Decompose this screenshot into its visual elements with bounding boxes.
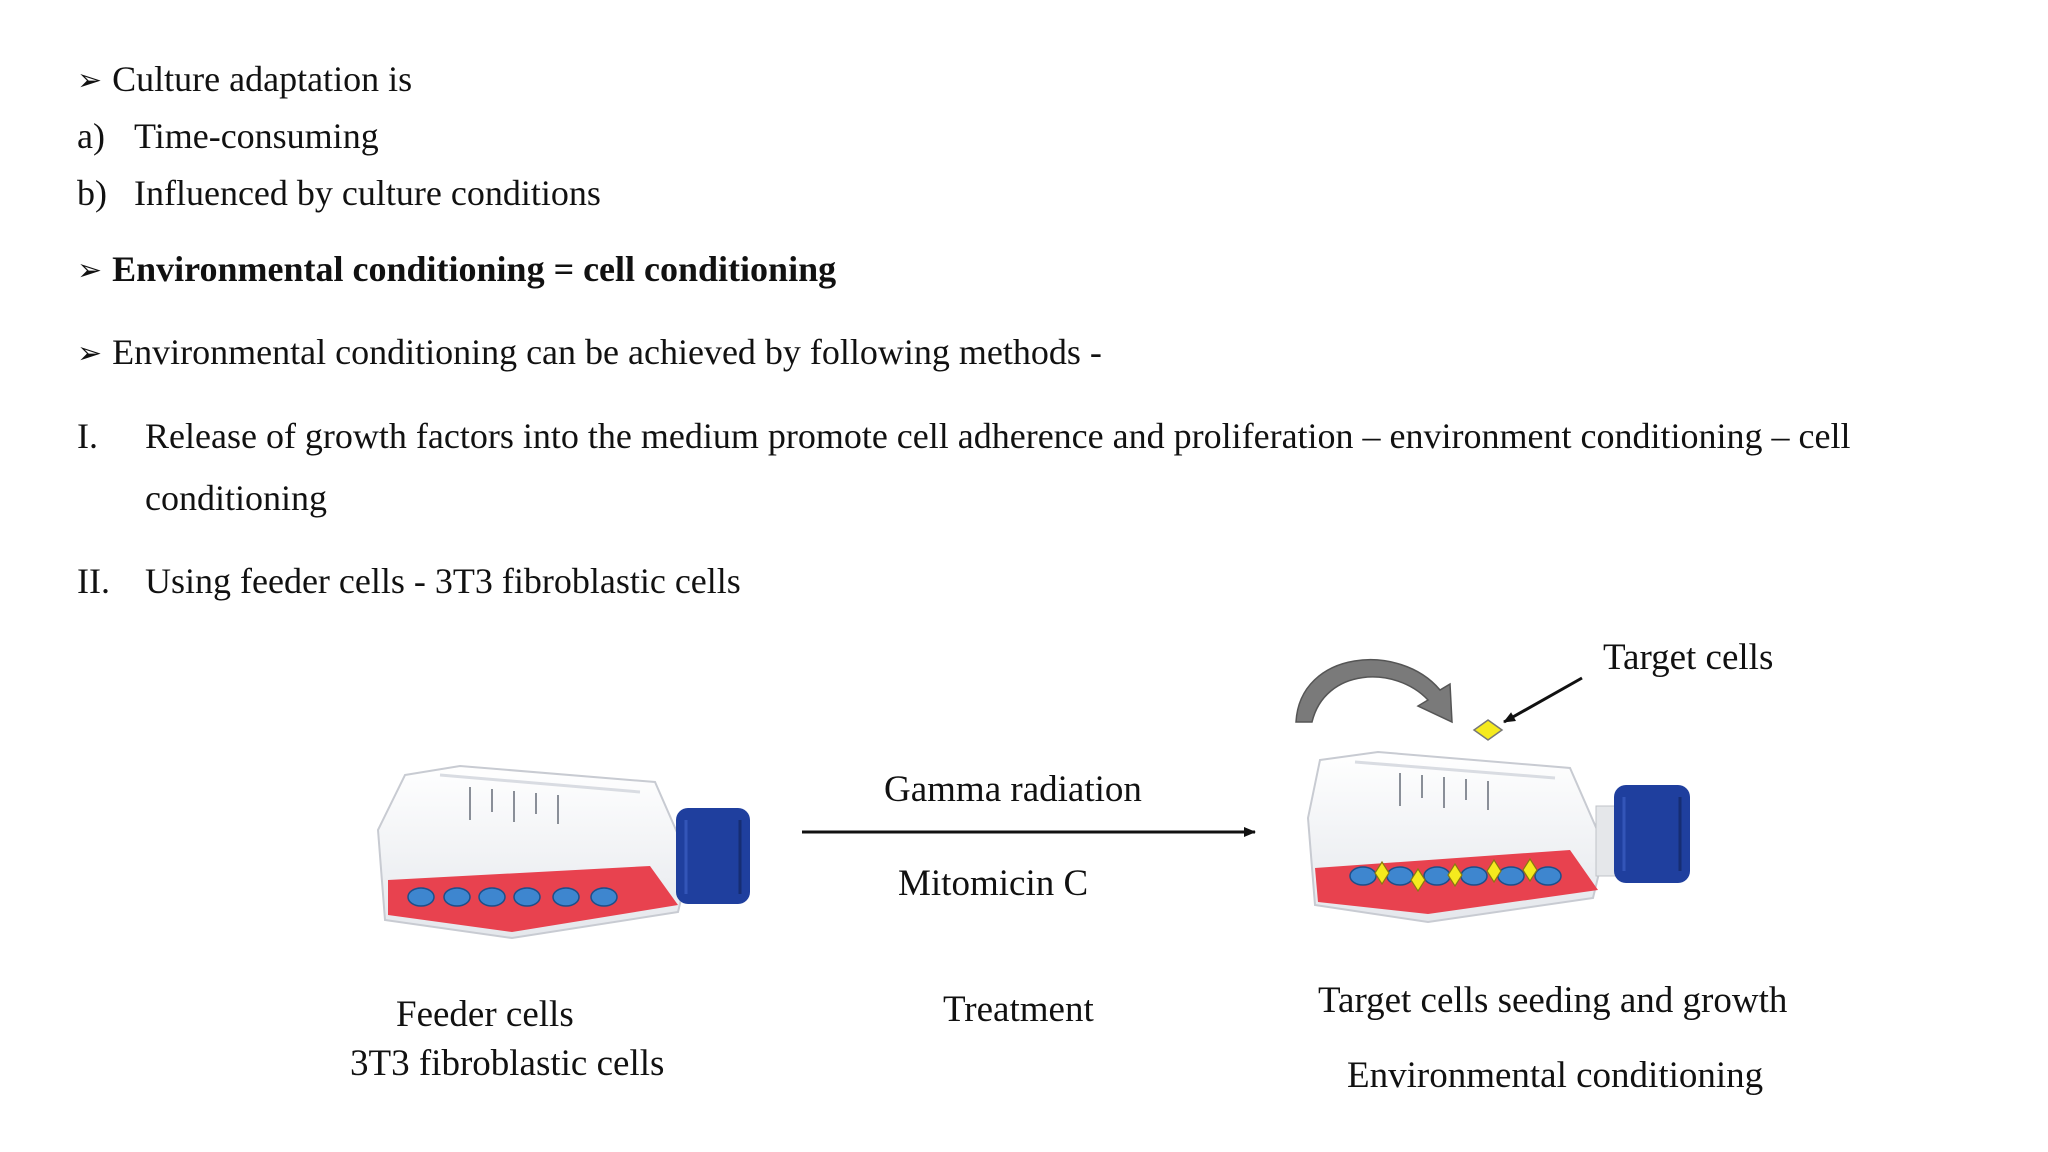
target-pointer-arrow [1503,676,1583,724]
mitomicin-label: Mitomicin C [898,863,1089,904]
target-cell [1447,862,1463,888]
result-sublabel: Environmental conditioning [1347,1055,1764,1096]
result-label: Target cells seeding and growth [1318,980,1788,1021]
target-cells-label: Target cells [1603,637,1774,678]
feeder-cell [1460,866,1488,886]
method-item-1: I. Release of growth factors into the med… [77,414,1850,458]
bullet-culture-adaptation: ➢ Culture adaptation is [77,57,412,104]
bullet-text: Environmental conditioning can be achiev… [112,332,1102,372]
feeder-cell [407,887,435,907]
list-marker: b) [77,173,107,213]
gamma-radiation-label: Gamma radiation [884,769,1142,810]
list-item-text: Time-consuming [134,116,379,156]
feeder-cell [478,887,506,907]
flask-cap [676,808,750,904]
target-cell [1486,858,1502,884]
list-marker: a) [77,116,105,156]
method-text: Using feeder cells - 3T3 fibroblastic ce… [145,561,741,601]
method-text: Release of growth factors into the mediu… [145,416,1851,456]
target-cell-diamond [1472,719,1504,741]
treatment-label: Treatment [943,989,1094,1030]
feeder-cell [1423,866,1451,886]
bullet-methods-intro: ➢ Environmental conditioning can be achie… [77,330,1102,377]
roman-marker: II. [77,561,110,601]
feeder-cell [1497,866,1525,886]
bullet-text: Environmental conditioning = cell condit… [112,249,837,289]
roman-marker: I. [77,416,98,456]
list-item-a: a) Time-consuming [77,114,379,158]
feeder-flask [376,764,750,940]
feeder-cell [590,887,618,907]
arrowhead-bullet-icon: ➢ [77,336,103,371]
feeder-cells-label: Feeder cells [396,994,574,1035]
target-flask [1306,750,1690,924]
feeder-cell [1534,866,1562,886]
bullet-text: Culture adaptation is [112,59,413,99]
feeder-sublabel: 3T3 fibroblastic cells [350,1043,665,1084]
target-cell [1410,867,1426,893]
method-item-1-continuation: conditioning [145,476,327,520]
method-text: conditioning [145,478,327,518]
flask-cap [1614,785,1690,883]
arrowhead-bullet-icon: ➢ [77,253,103,288]
method-item-2: II. Using feeder cells - 3T3 fibroblastic… [77,559,741,603]
feeder-cells [407,887,618,907]
list-item-text: Influenced by culture conditions [134,173,601,213]
mixed-cells [1349,857,1562,893]
bullet-bold-heading: ➢ Environmental conditioning = cell condi… [77,247,836,294]
target-cell [1522,857,1538,883]
target-cell [1374,860,1390,886]
feeder-cell [1349,866,1377,886]
feeder-cell [1386,866,1414,886]
feeder-cell [552,887,580,907]
feeder-cell [513,887,541,907]
feeder-cell [443,887,471,907]
arrowhead-bullet-icon: ➢ [77,63,103,98]
list-item-b: b) Influenced by culture conditions [77,171,601,215]
curved-arrow-icon [1295,659,1453,724]
